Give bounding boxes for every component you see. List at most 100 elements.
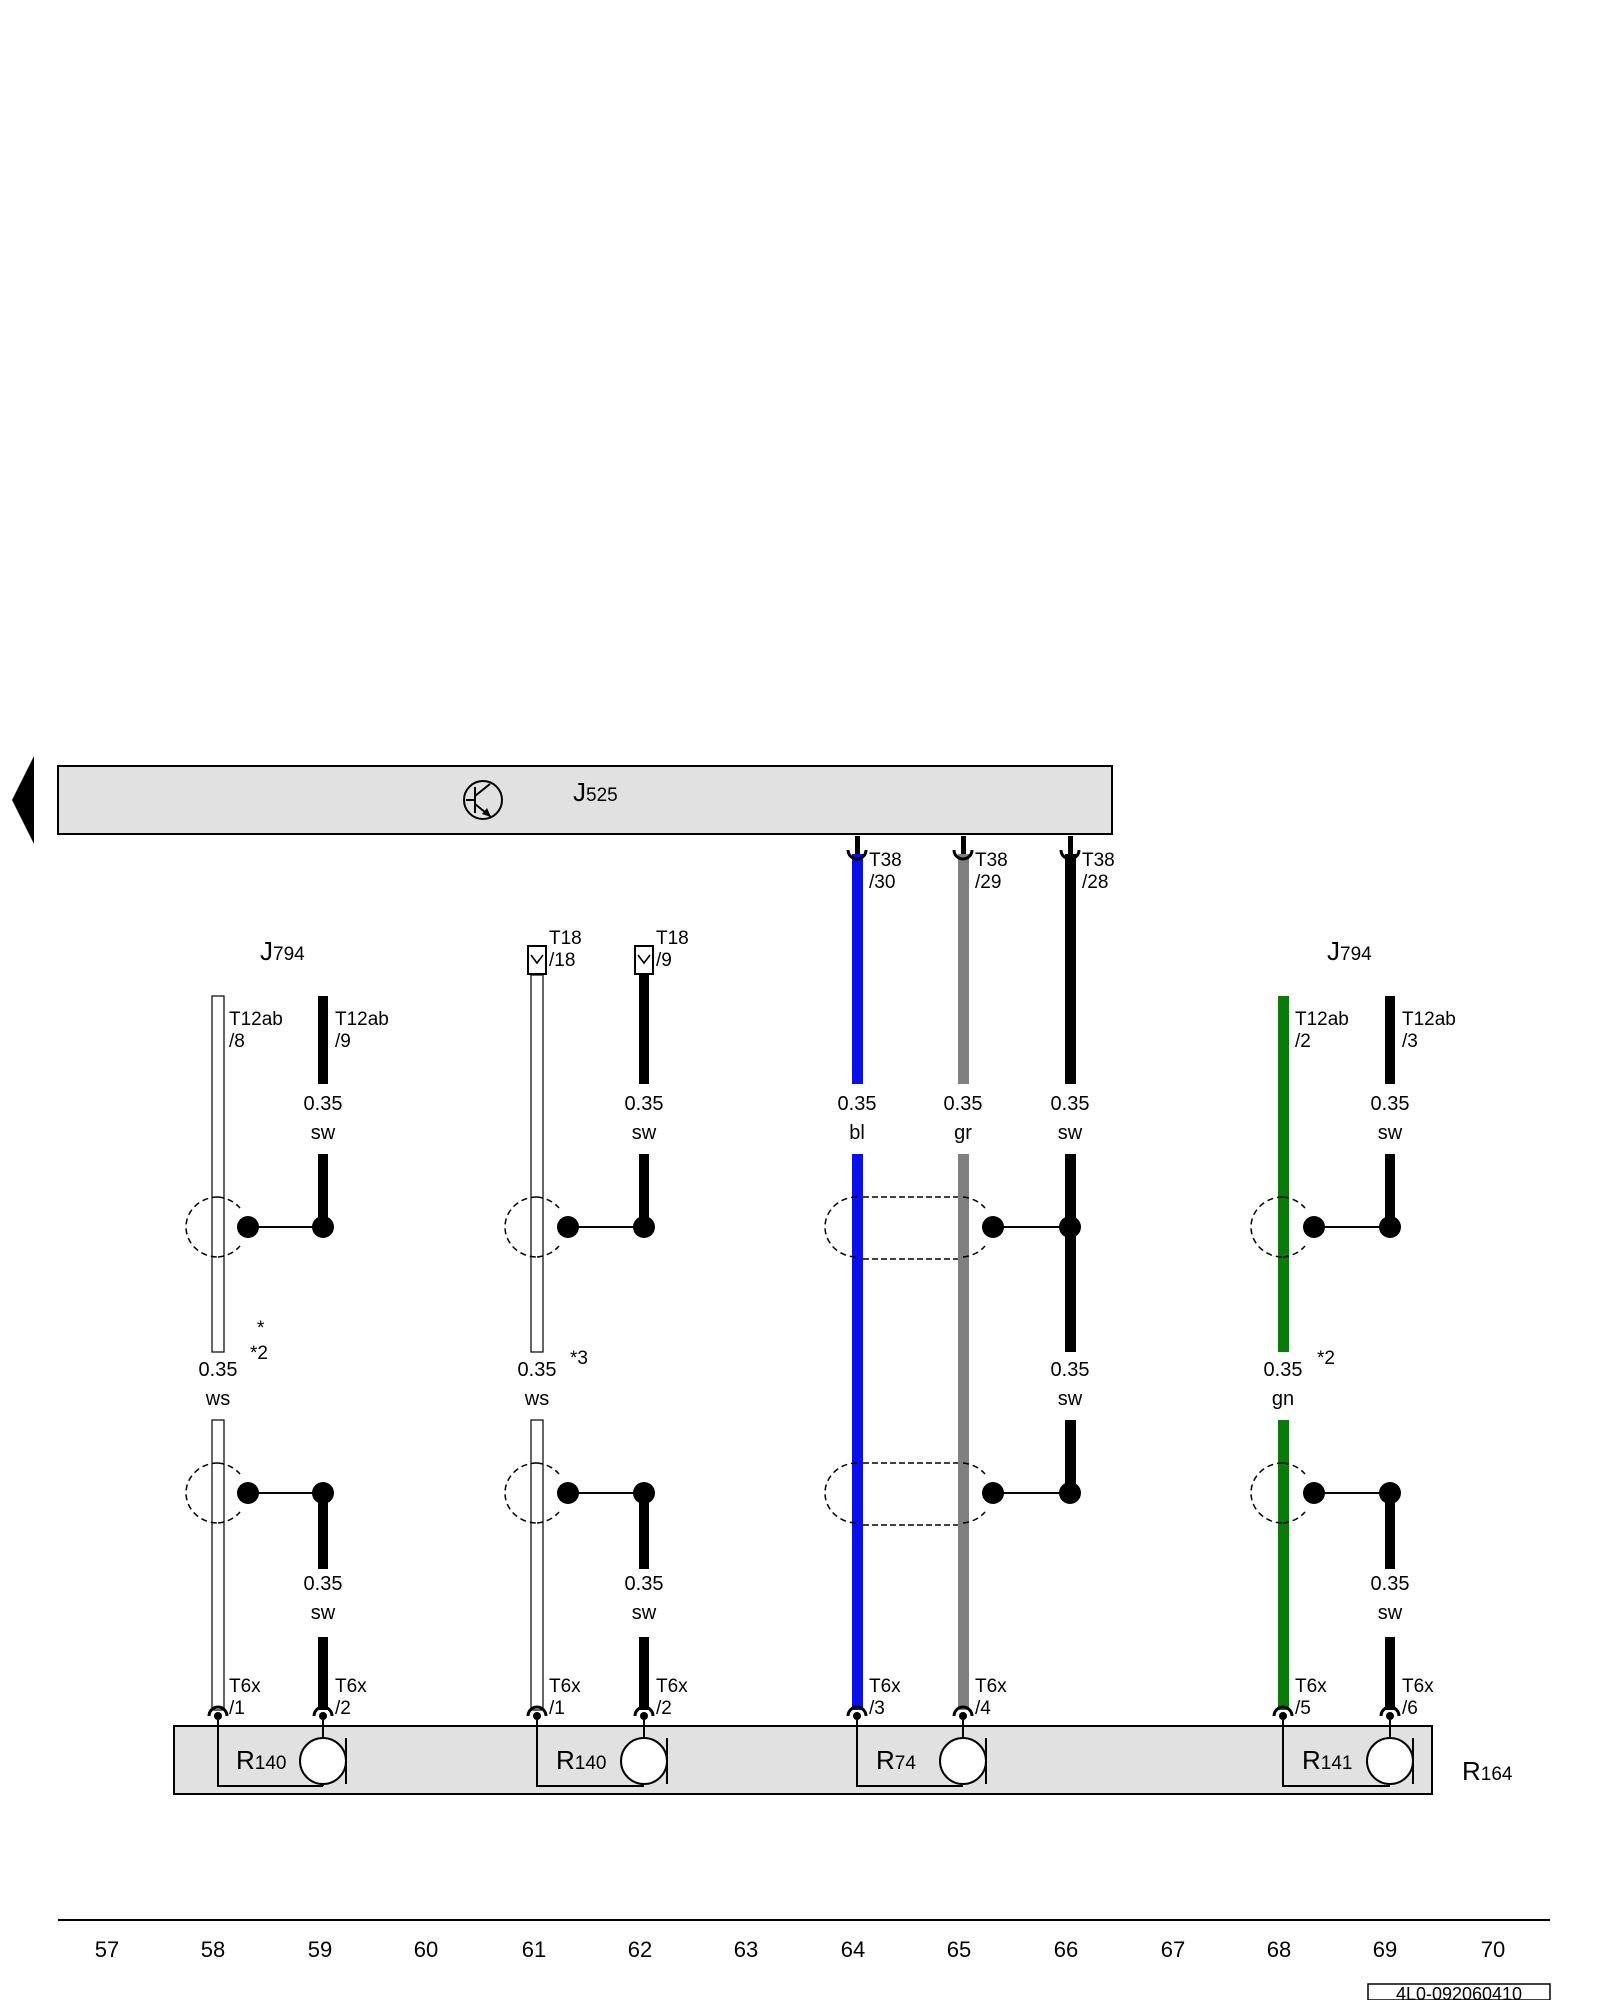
splice-node: [312, 1482, 334, 1504]
wire-sw-col62[interactable]: [639, 975, 649, 1710]
connector-t12ab-9-pin: /9: [335, 1031, 351, 1052]
connector-t12ab-3-name: T12ab: [1402, 1009, 1456, 1030]
speaker-r74[interactable]: [856, 1720, 987, 1787]
ruler-number: 67: [1161, 1937, 1185, 1962]
j794-right-label: J794: [1327, 936, 1372, 966]
connector-t38-29-name: T38: [975, 850, 1008, 871]
wire-color-code: sw: [1058, 1388, 1083, 1410]
wire-gauge: 0.35: [304, 1093, 343, 1115]
connector-t12ab-2-pin: /2: [1295, 1031, 1311, 1052]
wire-sw-col69[interactable]: [1385, 996, 1395, 1710]
pin-dot: [214, 1712, 1394, 1720]
connector-t12ab-9-name: T12ab: [335, 1009, 389, 1030]
wire-ws-col61[interactable]: [530, 974, 544, 1711]
wire-gauge: 0.35: [838, 1093, 877, 1115]
connector-t6x-4-pin: /4: [975, 1698, 991, 1719]
wire-gn-col68[interactable]: [1278, 996, 1289, 1710]
shield-node: [237, 1216, 259, 1238]
wire-bl-col64[interactable]: [852, 854, 863, 1710]
shield-node: [237, 1482, 259, 1504]
connector-t6x-3-name: T6x: [869, 1676, 901, 1697]
connector-t6x-6-name: T6x: [1402, 1676, 1434, 1697]
speaker-r141[interactable]: [1282, 1720, 1414, 1787]
wire-gauge: 0.35: [304, 1573, 343, 1595]
ruler-number: 61: [522, 1937, 546, 1962]
wire-color-code: sw: [632, 1122, 657, 1144]
wire-color-code: gn: [1272, 1388, 1294, 1410]
shield-lower-col61: [504, 1462, 644, 1524]
shield-lower-col64: [824, 1462, 1070, 1526]
r164-module-box[interactable]: [173, 1725, 1433, 1795]
connector-t6x-5-pin: /5: [1295, 1698, 1311, 1719]
wire-color-code: sw: [1058, 1122, 1083, 1144]
connector-t6x-1-name: T6x: [549, 1676, 581, 1697]
connector-t38-29-pin: /29: [975, 872, 1001, 893]
connector-t6x-2-name: T6x: [656, 1676, 688, 1697]
footnote-marker: *2: [1317, 1348, 1335, 1369]
connector-t38-28-name: T38: [1082, 850, 1115, 871]
shield-upper-col68: [1250, 1196, 1390, 1258]
connector-t38-28-pin: /28: [1082, 872, 1108, 893]
footnote-marker: *2: [250, 1343, 268, 1364]
shield-lower-col58: [185, 1462, 323, 1524]
wire-color-code: sw: [1378, 1602, 1403, 1624]
wire-labels-middle: 0.35 ws 0.35 ws 0.35 sw 0.35 gn: [199, 1359, 1303, 1410]
ruler-number: 58: [201, 1937, 225, 1962]
shield-node: [1303, 1482, 1325, 1504]
shield-node: [557, 1482, 579, 1504]
wire-color-code: gr: [954, 1122, 972, 1144]
connector-t6x-6-pin: /6: [1402, 1698, 1418, 1719]
plug-connector-icon: [527, 945, 654, 975]
ruler-number: 70: [1481, 1937, 1505, 1962]
shield-node: [982, 1216, 1004, 1238]
shield-upper-col64: [824, 1196, 1070, 1260]
page-continuation-arrow-icon[interactable]: [12, 756, 34, 844]
wire-gauge: 0.35: [1051, 1359, 1090, 1381]
connector-t6x-3-pin: /3: [869, 1698, 885, 1719]
wire-color-code: sw: [632, 1602, 657, 1624]
connector-t6x-2-name: T6x: [335, 1676, 367, 1697]
connector-t38-30-pin: /30: [869, 872, 895, 893]
wire-gauge: 0.35: [518, 1359, 557, 1381]
wire-gr-col65[interactable]: [958, 854, 969, 1710]
shield-lower-col68: [1250, 1462, 1390, 1524]
wire-color-code: ws: [205, 1388, 230, 1410]
wire-ws-col58[interactable]: [211, 995, 225, 1711]
ruler-number: 57: [95, 1937, 119, 1962]
ruler-number: 68: [1267, 1937, 1291, 1962]
j525-module-box[interactable]: [57, 765, 1113, 835]
connector-t6x-1-pin: /1: [549, 1698, 565, 1719]
connector-t12ab-3-pin: /3: [1402, 1031, 1418, 1052]
ruler-numbers: 57 58 59 60 61 62 63 64 65 66 67 68 69 7…: [95, 1937, 1505, 1962]
transistor-icon: [463, 780, 503, 820]
footnote-marker: *: [257, 1318, 265, 1339]
connector-t6x-1-name: T6x: [229, 1676, 261, 1697]
ruler-number: 65: [947, 1937, 971, 1962]
wire-gauge: 0.35: [944, 1093, 983, 1115]
connector-t12ab-8-pin: /8: [229, 1031, 245, 1052]
connector-t18-9-name: T18: [656, 928, 689, 949]
doc-id: 4L0-092060410: [1396, 1984, 1522, 2000]
wire-sw-col59[interactable]: [318, 996, 328, 1710]
connector-t38-30-name: T38: [869, 850, 902, 871]
connector-t6x-4-name: T6x: [975, 1676, 1007, 1697]
wire-gauge: 0.35: [1371, 1573, 1410, 1595]
wire-gauge: 0.35: [1371, 1093, 1410, 1115]
connector-t6x-2-pin: /2: [656, 1698, 672, 1719]
ruler-number: 62: [628, 1937, 652, 1962]
wire-color-code: sw: [1378, 1122, 1403, 1144]
splice-node: [312, 1216, 334, 1238]
speaker-r140-right[interactable]: [536, 1720, 668, 1787]
ruler-number: 69: [1373, 1937, 1397, 1962]
connector-t6x-2-pin: /2: [335, 1698, 351, 1719]
connector-t12ab-2-name: T12ab: [1295, 1009, 1349, 1030]
speaker-r140-left[interactable]: [217, 1720, 347, 1787]
wire-labels-lower: 0.35 sw 0.35 sw 0.35 sw: [304, 1573, 1410, 1624]
r164-label: R164: [1462, 1756, 1513, 1786]
splice-node: [633, 1482, 655, 1504]
wire-gauge: 0.35: [1264, 1359, 1303, 1381]
connector-t6x-5-name: T6x: [1295, 1676, 1327, 1697]
pin-connector-icon: [207, 1705, 1401, 1717]
wire-sw-col66[interactable]: [1065, 854, 1076, 1492]
